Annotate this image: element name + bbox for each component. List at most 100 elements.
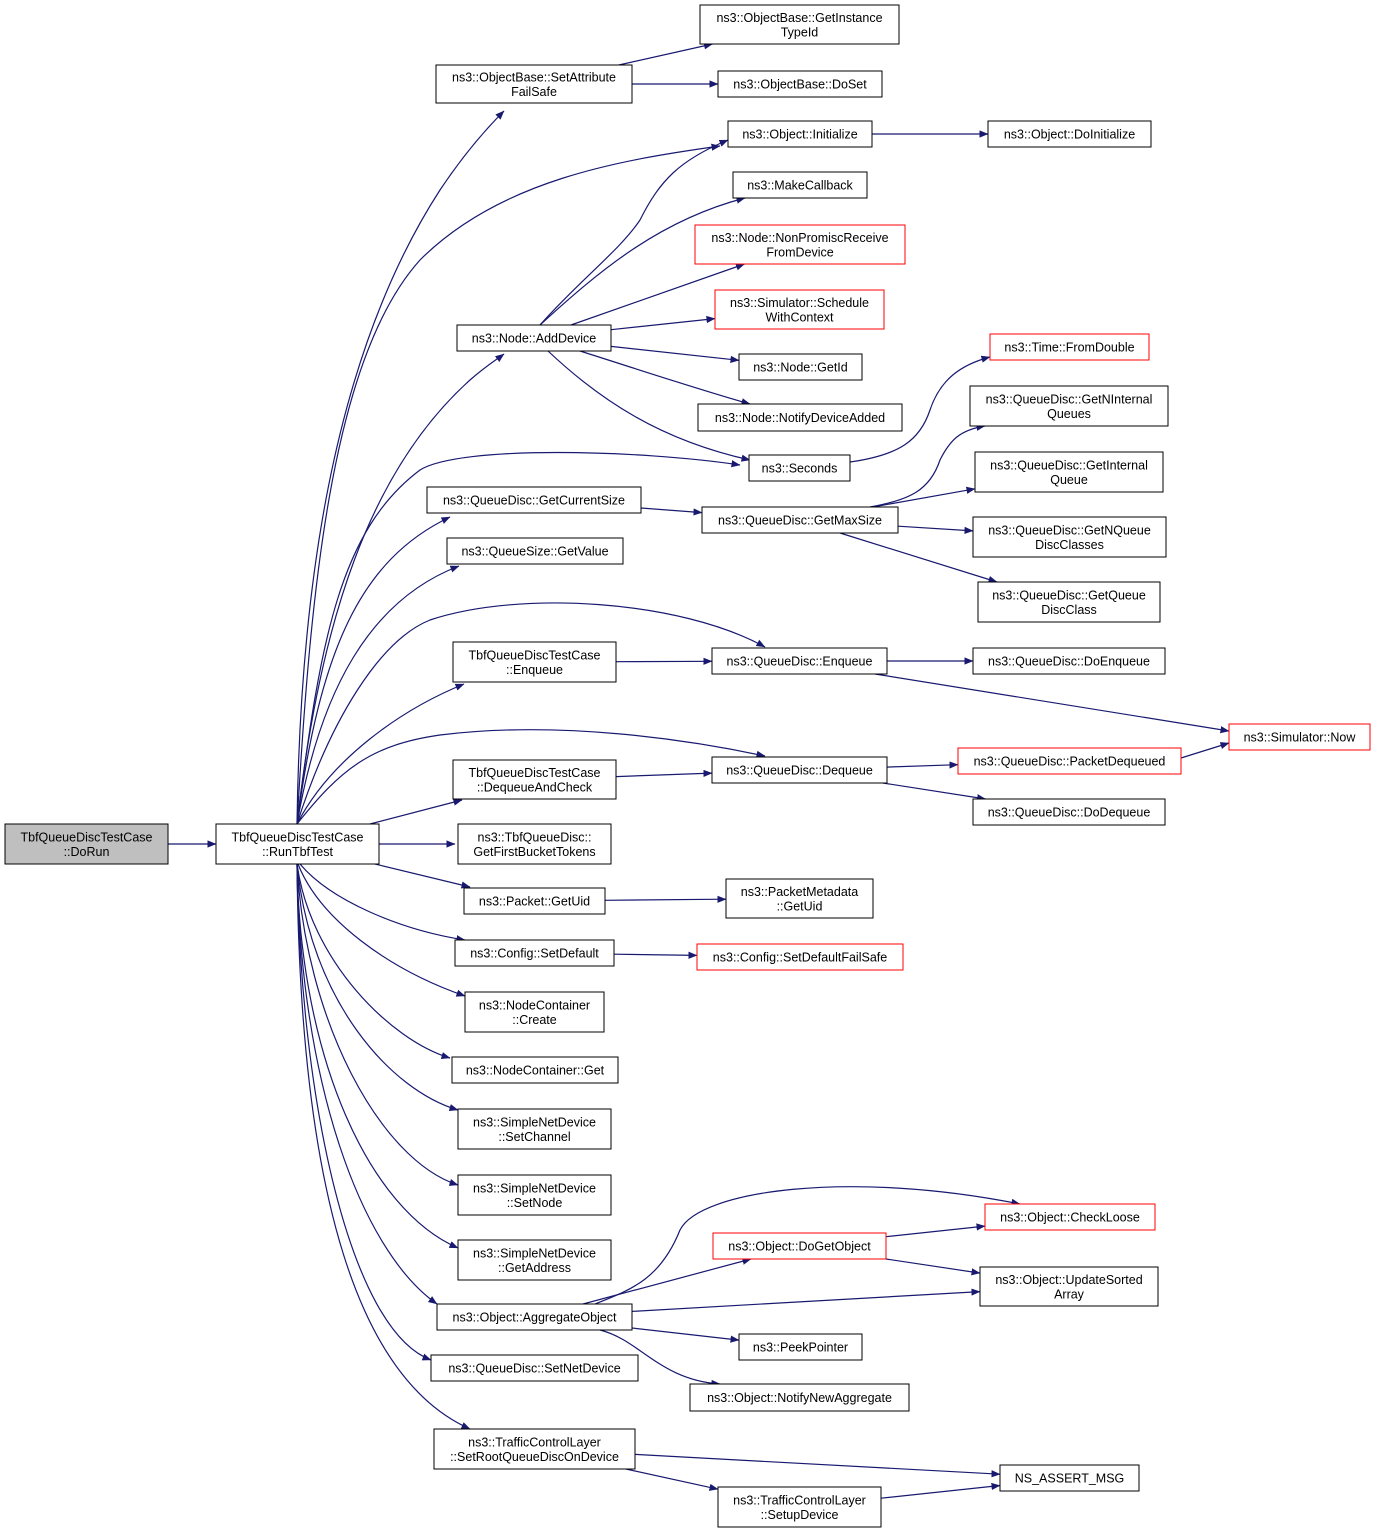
node-box [969, 385, 1169, 427]
node-nsAssert[interactable]: NS_ASSERT_MSG [999, 1464, 1140, 1492]
node-timeFromDouble[interactable]: ns3::Time::FromDouble [989, 333, 1150, 361]
node-checkLoose[interactable]: ns3::Object::CheckLoose [984, 1203, 1156, 1231]
node-label-line: ns3::QueueDisc::GetNInternal [986, 392, 1153, 406]
node-objInit[interactable]: ns3::Object::Initialize [727, 120, 873, 148]
node-cfgSetDefaultFS[interactable]: ns3::Config::SetDefaultFailSafe [696, 943, 904, 971]
node-peekPtr[interactable]: ns3::PeekPointer [738, 1333, 863, 1361]
edge-aggObj-to-updSorted [631, 1288, 981, 1312]
node-tbfDeqCheck[interactable]: TbfQueueDiscTestCase::DequeueAndCheck [452, 759, 617, 800]
node-pktGetUid[interactable]: ns3::Packet::GetUid [463, 887, 606, 915]
node-qdSetNetDev[interactable]: ns3::QueueDisc::SetNetDevice [430, 1354, 639, 1382]
node-label-line: ns3::SimpleNetDevice [473, 1181, 596, 1195]
edge-runTbf-to-pktGetUid [374, 863, 471, 889]
node-objDoInit[interactable]: ns3::Object::DoInitialize [987, 120, 1152, 148]
node-label-line: ns3::Packet::GetUid [479, 895, 590, 909]
node-label-line: ns3::Node::AddDevice [472, 332, 596, 346]
edge-runTbf-to-getCurSize [296, 516, 451, 825]
node-label-line: ns3::TbfQueueDisc:: [478, 830, 592, 844]
node-tclSetRoot[interactable]: ns3::TrafficControlLayer::SetRootQueueDi… [433, 1428, 636, 1470]
node-box [738, 353, 863, 381]
node-nodeGetId[interactable]: ns3::Node::GetId [738, 353, 863, 381]
edge-runTbf-to-sndSetChannel [296, 863, 459, 1112]
node-box [974, 451, 1164, 493]
node-sndSetChannel[interactable]: ns3::SimpleNetDevice::SetChannel [457, 1108, 612, 1150]
node-label-line: DiscClasses [1035, 538, 1104, 552]
node-box [738, 1333, 863, 1361]
edge-addDevice-to-objInit [539, 139, 729, 326]
node-label-line: ns3::QueueDisc::Enqueue [727, 655, 873, 669]
node-box [696, 943, 904, 971]
node-ncGet[interactable]: ns3::NodeContainer::Get [451, 1056, 619, 1084]
node-aggObj[interactable]: ns3::Object::AggregateObject [436, 1303, 633, 1331]
node-label-line: ns3::QueueSize::GetValue [461, 545, 608, 559]
node-label-line: ns3::SimpleNetDevice [473, 1246, 596, 1260]
node-layer: TbfQueueDiscTestCase::DoRun TbfQueueDiscT… [4, 4, 1371, 1528]
node-makeCb[interactable]: ns3::MakeCallback [732, 171, 868, 199]
node-qdDoEnq[interactable]: ns3::QueueDisc::DoEnqueue [972, 647, 1166, 675]
edge-layer [168, 42, 1230, 1499]
edge-aggObj-to-doGetObject [582, 1257, 752, 1305]
node-seconds[interactable]: ns3::Seconds [748, 454, 851, 482]
edge-addDevice-to-nonPromisc [570, 263, 745, 326]
node-cfgSetDefault[interactable]: ns3::Config::SetDefault [454, 939, 615, 967]
node-label-line: ::Create [512, 1013, 557, 1027]
node-box [977, 581, 1161, 623]
node-label-line: ns3::QueueDisc::GetQueue [992, 588, 1146, 602]
node-tclSetup[interactable]: ns3::TrafficControlLayer::SetupDevice [717, 1486, 882, 1528]
node-simNow[interactable]: ns3::Simulator::Now [1228, 723, 1371, 751]
node-label-line: ns3::QueueDisc::GetMaxSize [718, 514, 882, 528]
node-doSet[interactable]: ns3::ObjectBase::DoSet [717, 70, 883, 98]
node-qsGetValue[interactable]: ns3::QueueSize::GetValue [446, 537, 624, 565]
node-doGetObject[interactable]: ns3::Object::DoGetObject [712, 1232, 887, 1260]
node-pktDequeued[interactable]: ns3::QueueDisc::PacketDequeued [957, 747, 1182, 775]
node-box [972, 516, 1167, 558]
node-qdEnq[interactable]: ns3::QueueDisc::Enqueue [711, 647, 888, 675]
node-label-line: ::DoRun [64, 845, 110, 859]
node-box [457, 1239, 612, 1281]
node-addDevice[interactable]: ns3::Node::AddDevice [456, 324, 612, 352]
node-label-line: ns3::Object::CheckLoose [1000, 1211, 1140, 1225]
node-label-line: TypeId [781, 25, 819, 39]
node-box [464, 991, 605, 1033]
node-qdDoDeq[interactable]: ns3::QueueDisc::DoDequeue [972, 798, 1166, 826]
node-box [456, 324, 612, 352]
node-box [711, 647, 888, 675]
node-box [452, 641, 617, 683]
node-doRun[interactable]: TbfQueueDiscTestCase::DoRun [4, 823, 169, 865]
node-label-line: ns3::QueueDisc::Dequeue [726, 764, 873, 778]
node-label-line: Queues [1047, 407, 1091, 421]
node-label-line: ::GetUid [777, 899, 823, 913]
node-qdDeq[interactable]: ns3::QueueDisc::Dequeue [711, 756, 888, 784]
node-tbfEnq[interactable]: TbfQueueDiscTestCase::Enqueue [452, 641, 617, 683]
node-ncCreate[interactable]: ns3::NodeContainer::Create [464, 991, 605, 1033]
node-notifyDevAdded[interactable]: ns3::Node::NotifyDeviceAdded [697, 403, 903, 432]
edge-runTbf-to-qsGetValue [296, 565, 460, 825]
node-label-line: GetFirstBucketTokens [473, 845, 595, 859]
node-runTbf[interactable]: TbfQueueDiscTestCase::RunTbfTest [215, 823, 380, 865]
node-label-line: ns3::ObjectBase::SetAttribute [452, 70, 616, 84]
node-getMaxSize[interactable]: ns3::QueueDisc::GetMaxSize [701, 506, 899, 534]
node-label-line: ns3::QueueDisc::SetNetDevice [448, 1362, 620, 1376]
node-pmGetUid[interactable]: ns3::PacketMetadata::GetUid [725, 878, 874, 919]
node-notifyNewAgg[interactable]: ns3::Object::NotifyNewAggregate [689, 1383, 910, 1412]
node-label-line: ns3::SimpleNetDevice [473, 1115, 596, 1129]
node-sndSetNode[interactable]: ns3::SimpleNetDevice::SetNode [457, 1174, 612, 1216]
edge-runTbf-to-cfgSetDefault [299, 863, 466, 943]
node-getCurSize[interactable]: ns3::QueueDisc::GetCurrentSize [426, 486, 642, 514]
edge-runTbf-to-aggObj [296, 863, 438, 1305]
node-label-line: ::SetupDevice [761, 1508, 839, 1522]
edge-runTbf-to-setAttrFS [296, 110, 505, 825]
node-label-line: ns3::Node::GetId [753, 361, 848, 375]
node-getFirstBucket[interactable]: ns3::TbfQueueDisc::GetFirstBucketTokens [457, 823, 612, 865]
node-sndGetAddr[interactable]: ns3::SimpleNetDevice::GetAddress [457, 1239, 612, 1281]
